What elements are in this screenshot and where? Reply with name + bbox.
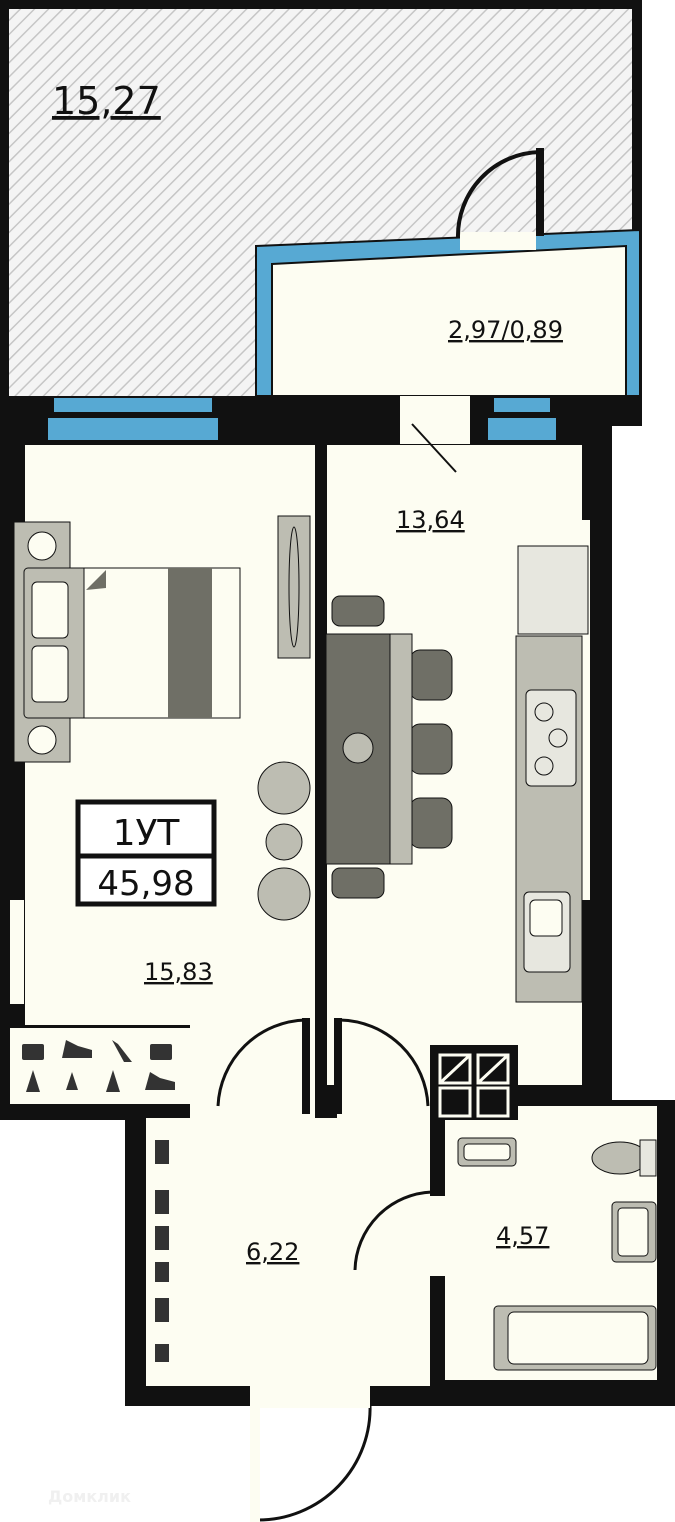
window <box>488 398 556 440</box>
balcony-door-arc <box>455 150 541 239</box>
kitchen-counter <box>515 545 589 1003</box>
bedroom <box>10 445 315 1025</box>
balcony <box>255 148 641 397</box>
kitchen-door-opening <box>400 396 470 444</box>
tv-stand <box>277 515 311 659</box>
bathroom-area-label: 4,57 <box>496 1222 549 1250</box>
terrace-area-label: 15,27 <box>52 79 161 123</box>
kitchen-area-label: 13,64 <box>396 506 465 534</box>
dining-table <box>325 595 453 899</box>
armchairs <box>257 761 311 921</box>
balcony-door <box>536 148 544 236</box>
balcony-area-label: 2,97/0,89 <box>448 316 563 344</box>
bedroom-area-label: 15,83 <box>144 958 213 986</box>
bathroom-fixtures <box>457 1137 657 1371</box>
watermark: Домклик <box>48 1487 131 1506</box>
apartment-type: 1УТ <box>113 813 181 854</box>
wardrobe-icons <box>22 1040 175 1362</box>
apartment-total-area: 45,98 <box>97 864 194 904</box>
stove <box>525 689 577 787</box>
wardrobe <box>10 1028 190 1104</box>
bed <box>13 521 241 763</box>
window <box>48 398 218 440</box>
hallway <box>146 1118 430 1386</box>
apartment-badge: 1УТ 45,98 <box>75 799 217 907</box>
hallway-area-label: 6,22 <box>246 1238 299 1266</box>
